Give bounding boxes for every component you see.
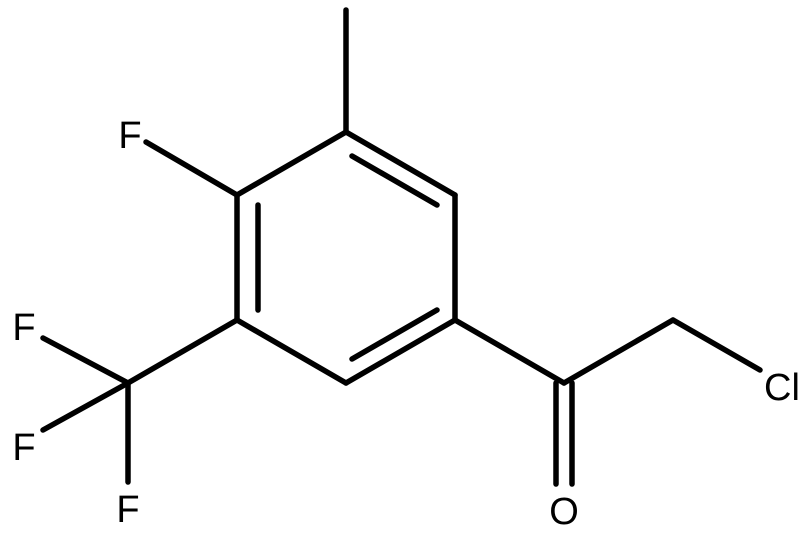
- atom-label-cf3-f2: F: [12, 427, 35, 469]
- atom-label-oxygen: O: [549, 491, 579, 533]
- cf3-f2-bond: [40, 380, 131, 433]
- chloro-bond: [670, 317, 763, 373]
- fluoro-bond: [143, 139, 240, 198]
- acyl-bond: [452, 317, 567, 386]
- atom-label-chlorine: Cl: [764, 367, 800, 409]
- ring-double-bond-c3-c4: [349, 307, 440, 362]
- ring-bond-c4-c5: [234, 317, 349, 386]
- ring-bond-c1-c2: [343, 129, 458, 198]
- ring-bond-c3-c4: [343, 317, 458, 386]
- ring-double-bond-c1-c2: [349, 153, 440, 208]
- ring-bond-c6-c1: [234, 129, 349, 198]
- methylene-bond: [561, 317, 676, 386]
- cf3-bond: [125, 317, 240, 386]
- cf3-f1-bond: [40, 335, 131, 386]
- atom-label-cf3-f1: F: [12, 307, 35, 349]
- atom-label-fluoro: F: [118, 115, 141, 157]
- atom-label-cf3-f3: F: [116, 489, 139, 531]
